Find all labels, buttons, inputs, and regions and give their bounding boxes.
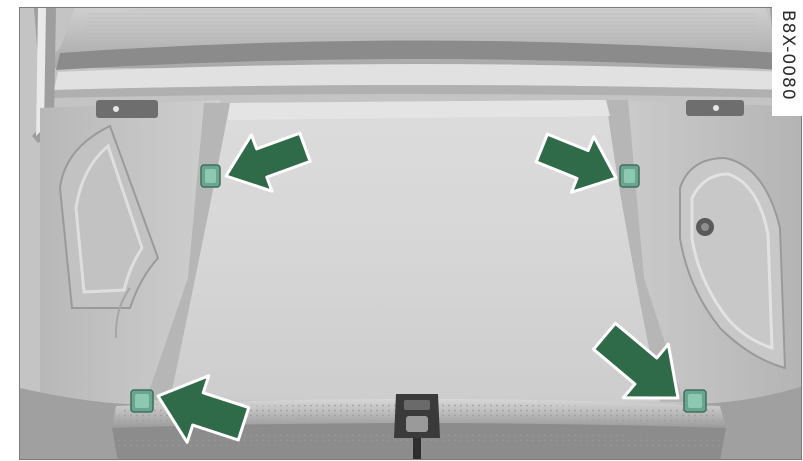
tie-down-rear-right: [620, 165, 639, 187]
tie-down-front-right: [684, 390, 706, 412]
parcel-shelf: [40, 8, 800, 98]
figure-code-text: B8X-0080: [778, 10, 798, 101]
tie-down-rear-left: [201, 165, 220, 187]
trunk-illustration: [19, 7, 802, 460]
figure-code: B8X-0080: [772, 6, 802, 116]
left-bracket: [96, 100, 158, 118]
tie-down-front-left: [131, 390, 153, 412]
